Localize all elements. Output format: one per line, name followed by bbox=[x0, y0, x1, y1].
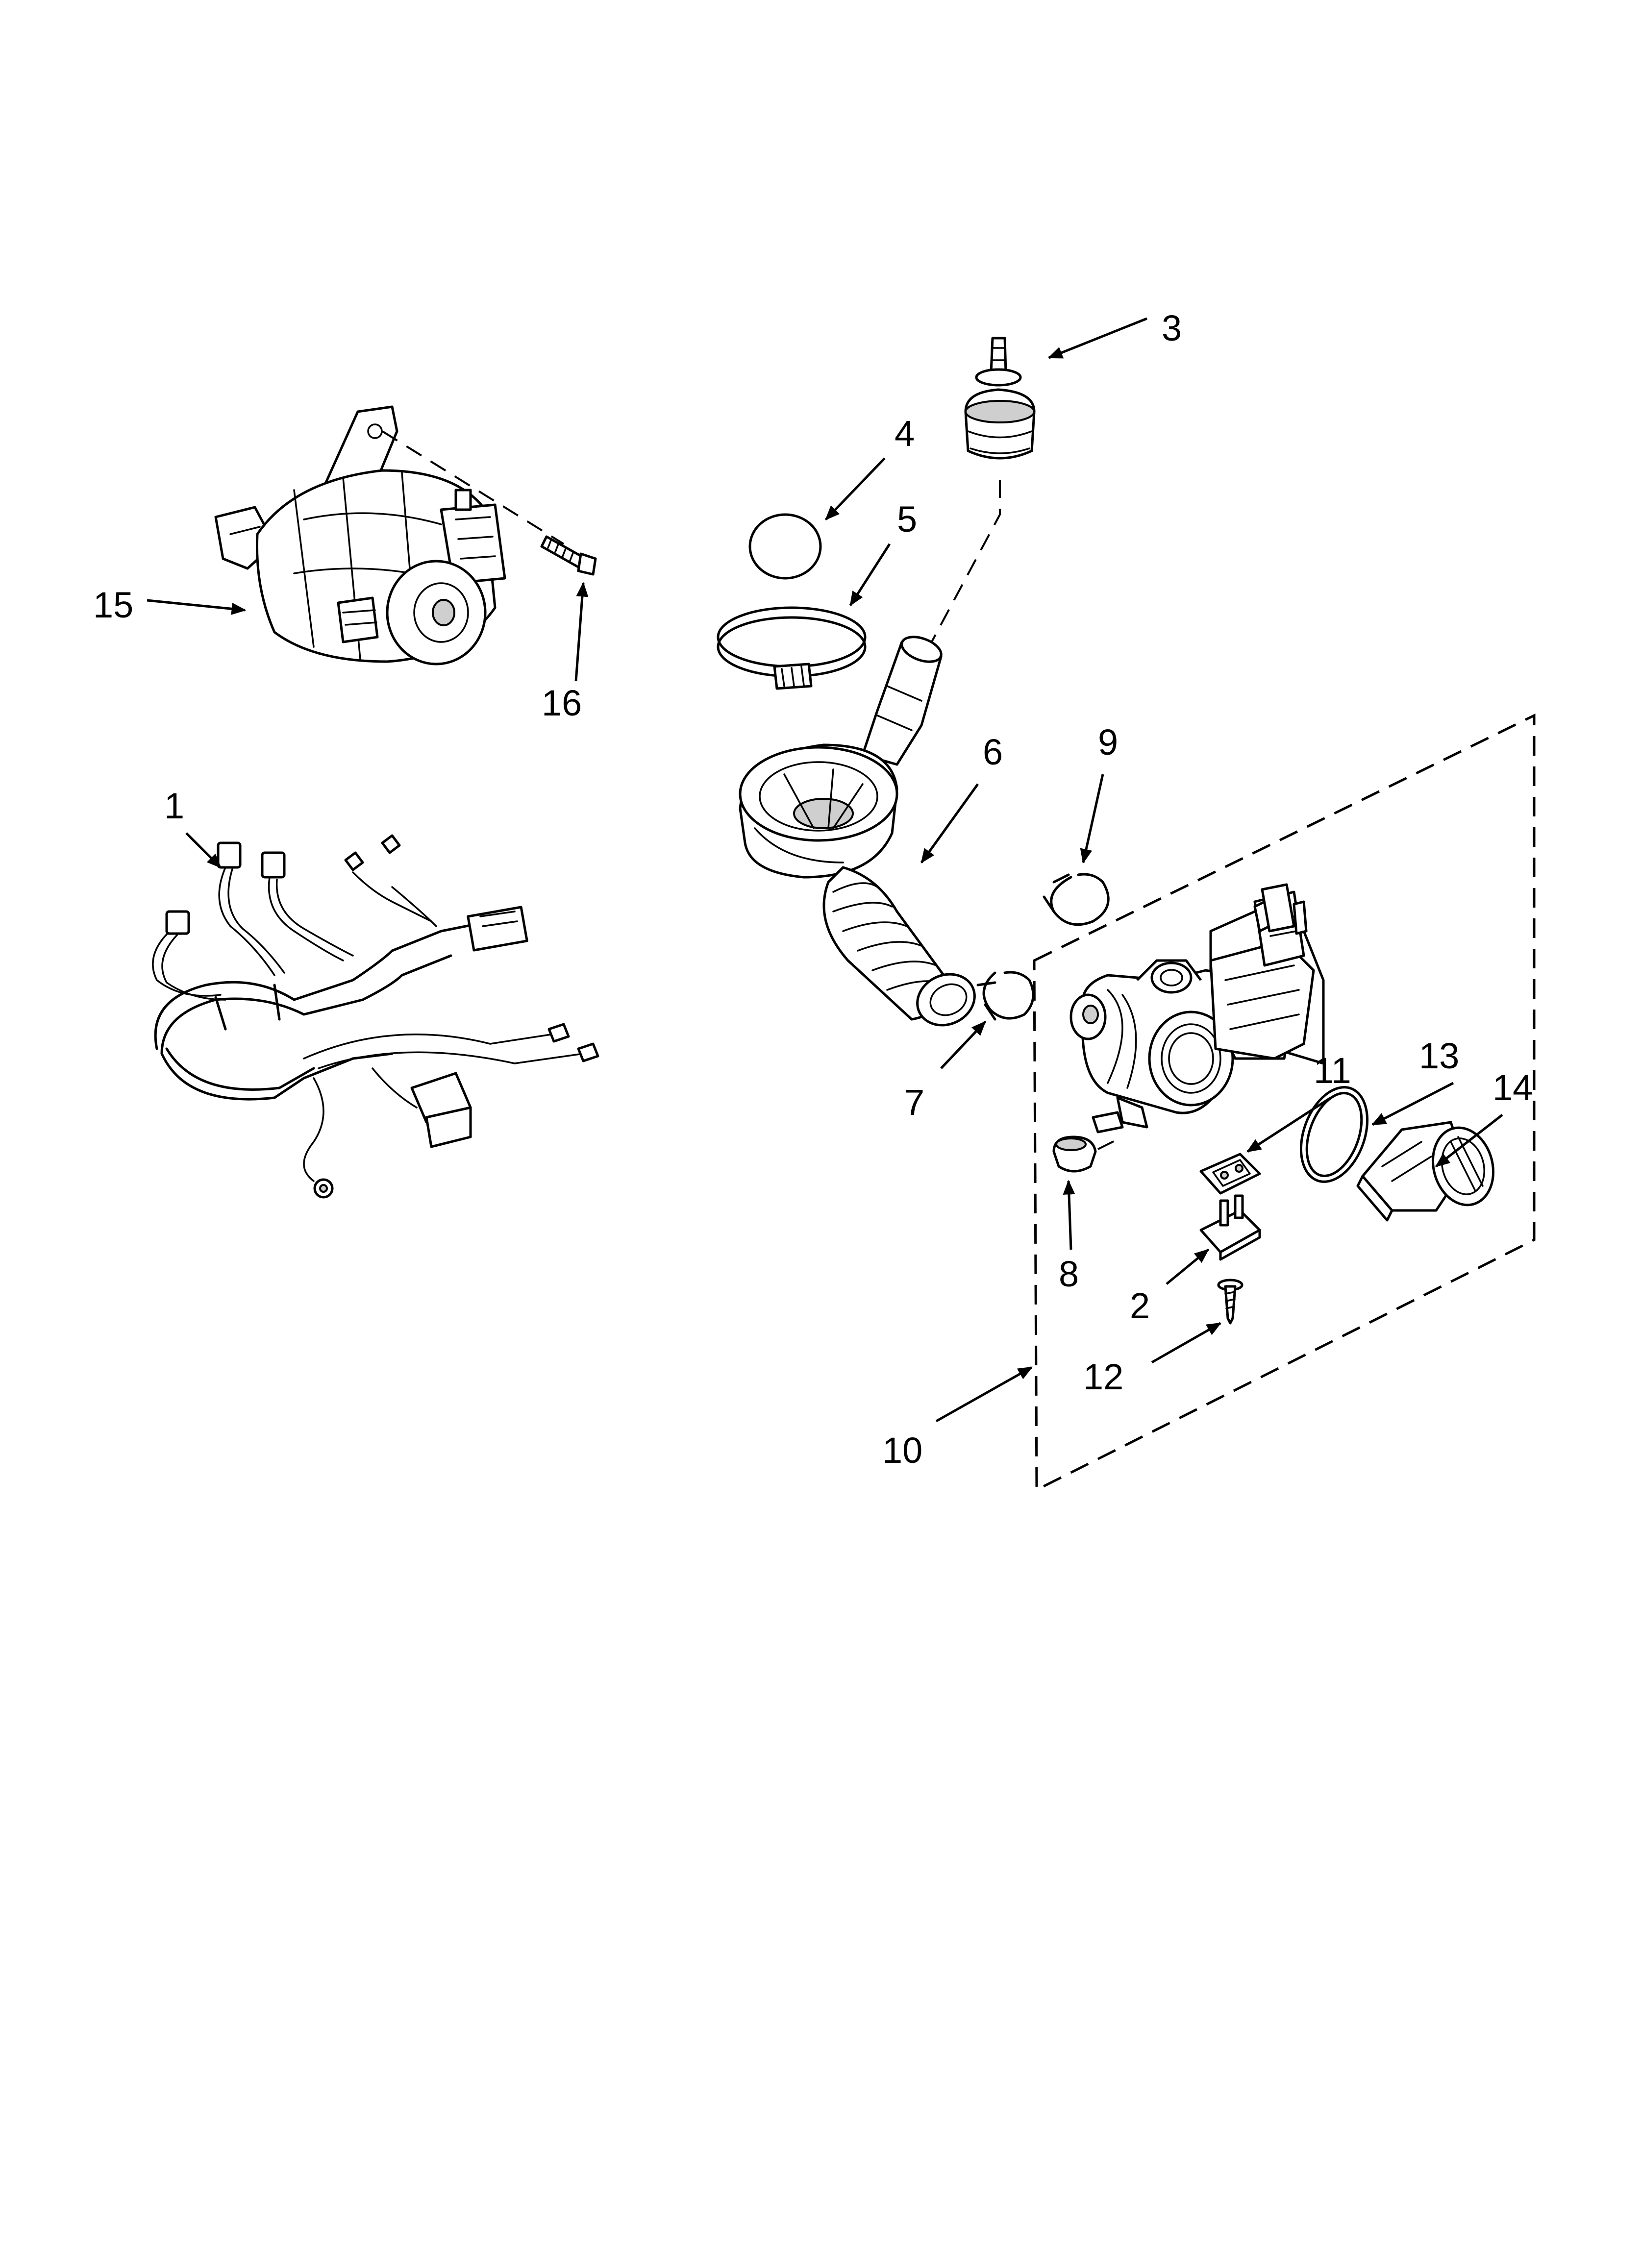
leader-3 bbox=[1047, 317, 1147, 359]
leader-7 bbox=[940, 1021, 986, 1069]
leader-11 bbox=[1246, 1096, 1332, 1153]
tub-seal-disc-part bbox=[748, 513, 822, 580]
callout-4: 4 bbox=[895, 413, 915, 454]
hose-clamp-small-part bbox=[1043, 873, 1110, 926]
callout-8: 8 bbox=[1059, 1254, 1079, 1294]
leader-1 bbox=[185, 832, 222, 868]
leader-6 bbox=[920, 783, 979, 864]
callout-1: 1 bbox=[164, 786, 184, 826]
motor-mounting-screw-part bbox=[540, 535, 597, 576]
fitting-axis bbox=[925, 480, 1001, 652]
leader-15 bbox=[147, 599, 247, 615]
callout-10: 10 bbox=[882, 1430, 922, 1471]
leader-8 bbox=[1063, 1180, 1075, 1250]
air-dome-fitting-part bbox=[964, 337, 1036, 460]
drive-motor-part bbox=[214, 405, 565, 666]
callout-5: 5 bbox=[897, 499, 917, 540]
callout-labels: 3 4 5 6 9 7 15 16 1 8 11 13 14 2 12 10 bbox=[93, 308, 1533, 1471]
leader-5 bbox=[849, 543, 891, 607]
leader-9 bbox=[1080, 774, 1104, 864]
leader-12 bbox=[1151, 1322, 1222, 1364]
filter-o-ring-part bbox=[1299, 1086, 1369, 1183]
callout-11: 11 bbox=[1314, 1050, 1351, 1091]
leader-13 bbox=[1371, 1082, 1454, 1126]
leader-arrows bbox=[147, 317, 1503, 1423]
hose-clamp-outlet-part bbox=[976, 971, 1035, 1021]
callout-9: 9 bbox=[1098, 722, 1118, 763]
callout-3: 3 bbox=[1162, 308, 1182, 348]
sump-hose-part bbox=[739, 636, 976, 1027]
pump-bracket-part bbox=[1199, 1194, 1261, 1261]
callout-15: 15 bbox=[93, 585, 133, 625]
callout-2: 2 bbox=[1130, 1285, 1150, 1326]
callout-12: 12 bbox=[1083, 1356, 1123, 1397]
callout-16: 16 bbox=[542, 683, 582, 723]
pump-filter-part bbox=[1356, 1121, 1495, 1222]
callout-13: 13 bbox=[1419, 1035, 1459, 1076]
leader-10 bbox=[935, 1366, 1033, 1423]
leader-2 bbox=[1166, 1249, 1209, 1285]
pump-screw-part bbox=[1217, 1279, 1243, 1325]
leader-16 bbox=[574, 582, 589, 682]
callout-14: 14 bbox=[1492, 1067, 1533, 1108]
leader-14 bbox=[1435, 1114, 1503, 1167]
pump-connector-part bbox=[1253, 883, 1295, 933]
callout-6: 6 bbox=[983, 732, 1003, 772]
pump-gasket-part bbox=[1199, 1153, 1261, 1195]
cap-axis bbox=[1097, 1136, 1123, 1150]
leader-4 bbox=[825, 457, 886, 520]
hose-clamp-part bbox=[717, 606, 867, 690]
drain-pump-assembly-boundary bbox=[1033, 713, 1536, 1492]
wire-harness-part bbox=[152, 834, 599, 1199]
pump-cap-part bbox=[1052, 1135, 1097, 1173]
callout-7: 7 bbox=[904, 1082, 924, 1123]
